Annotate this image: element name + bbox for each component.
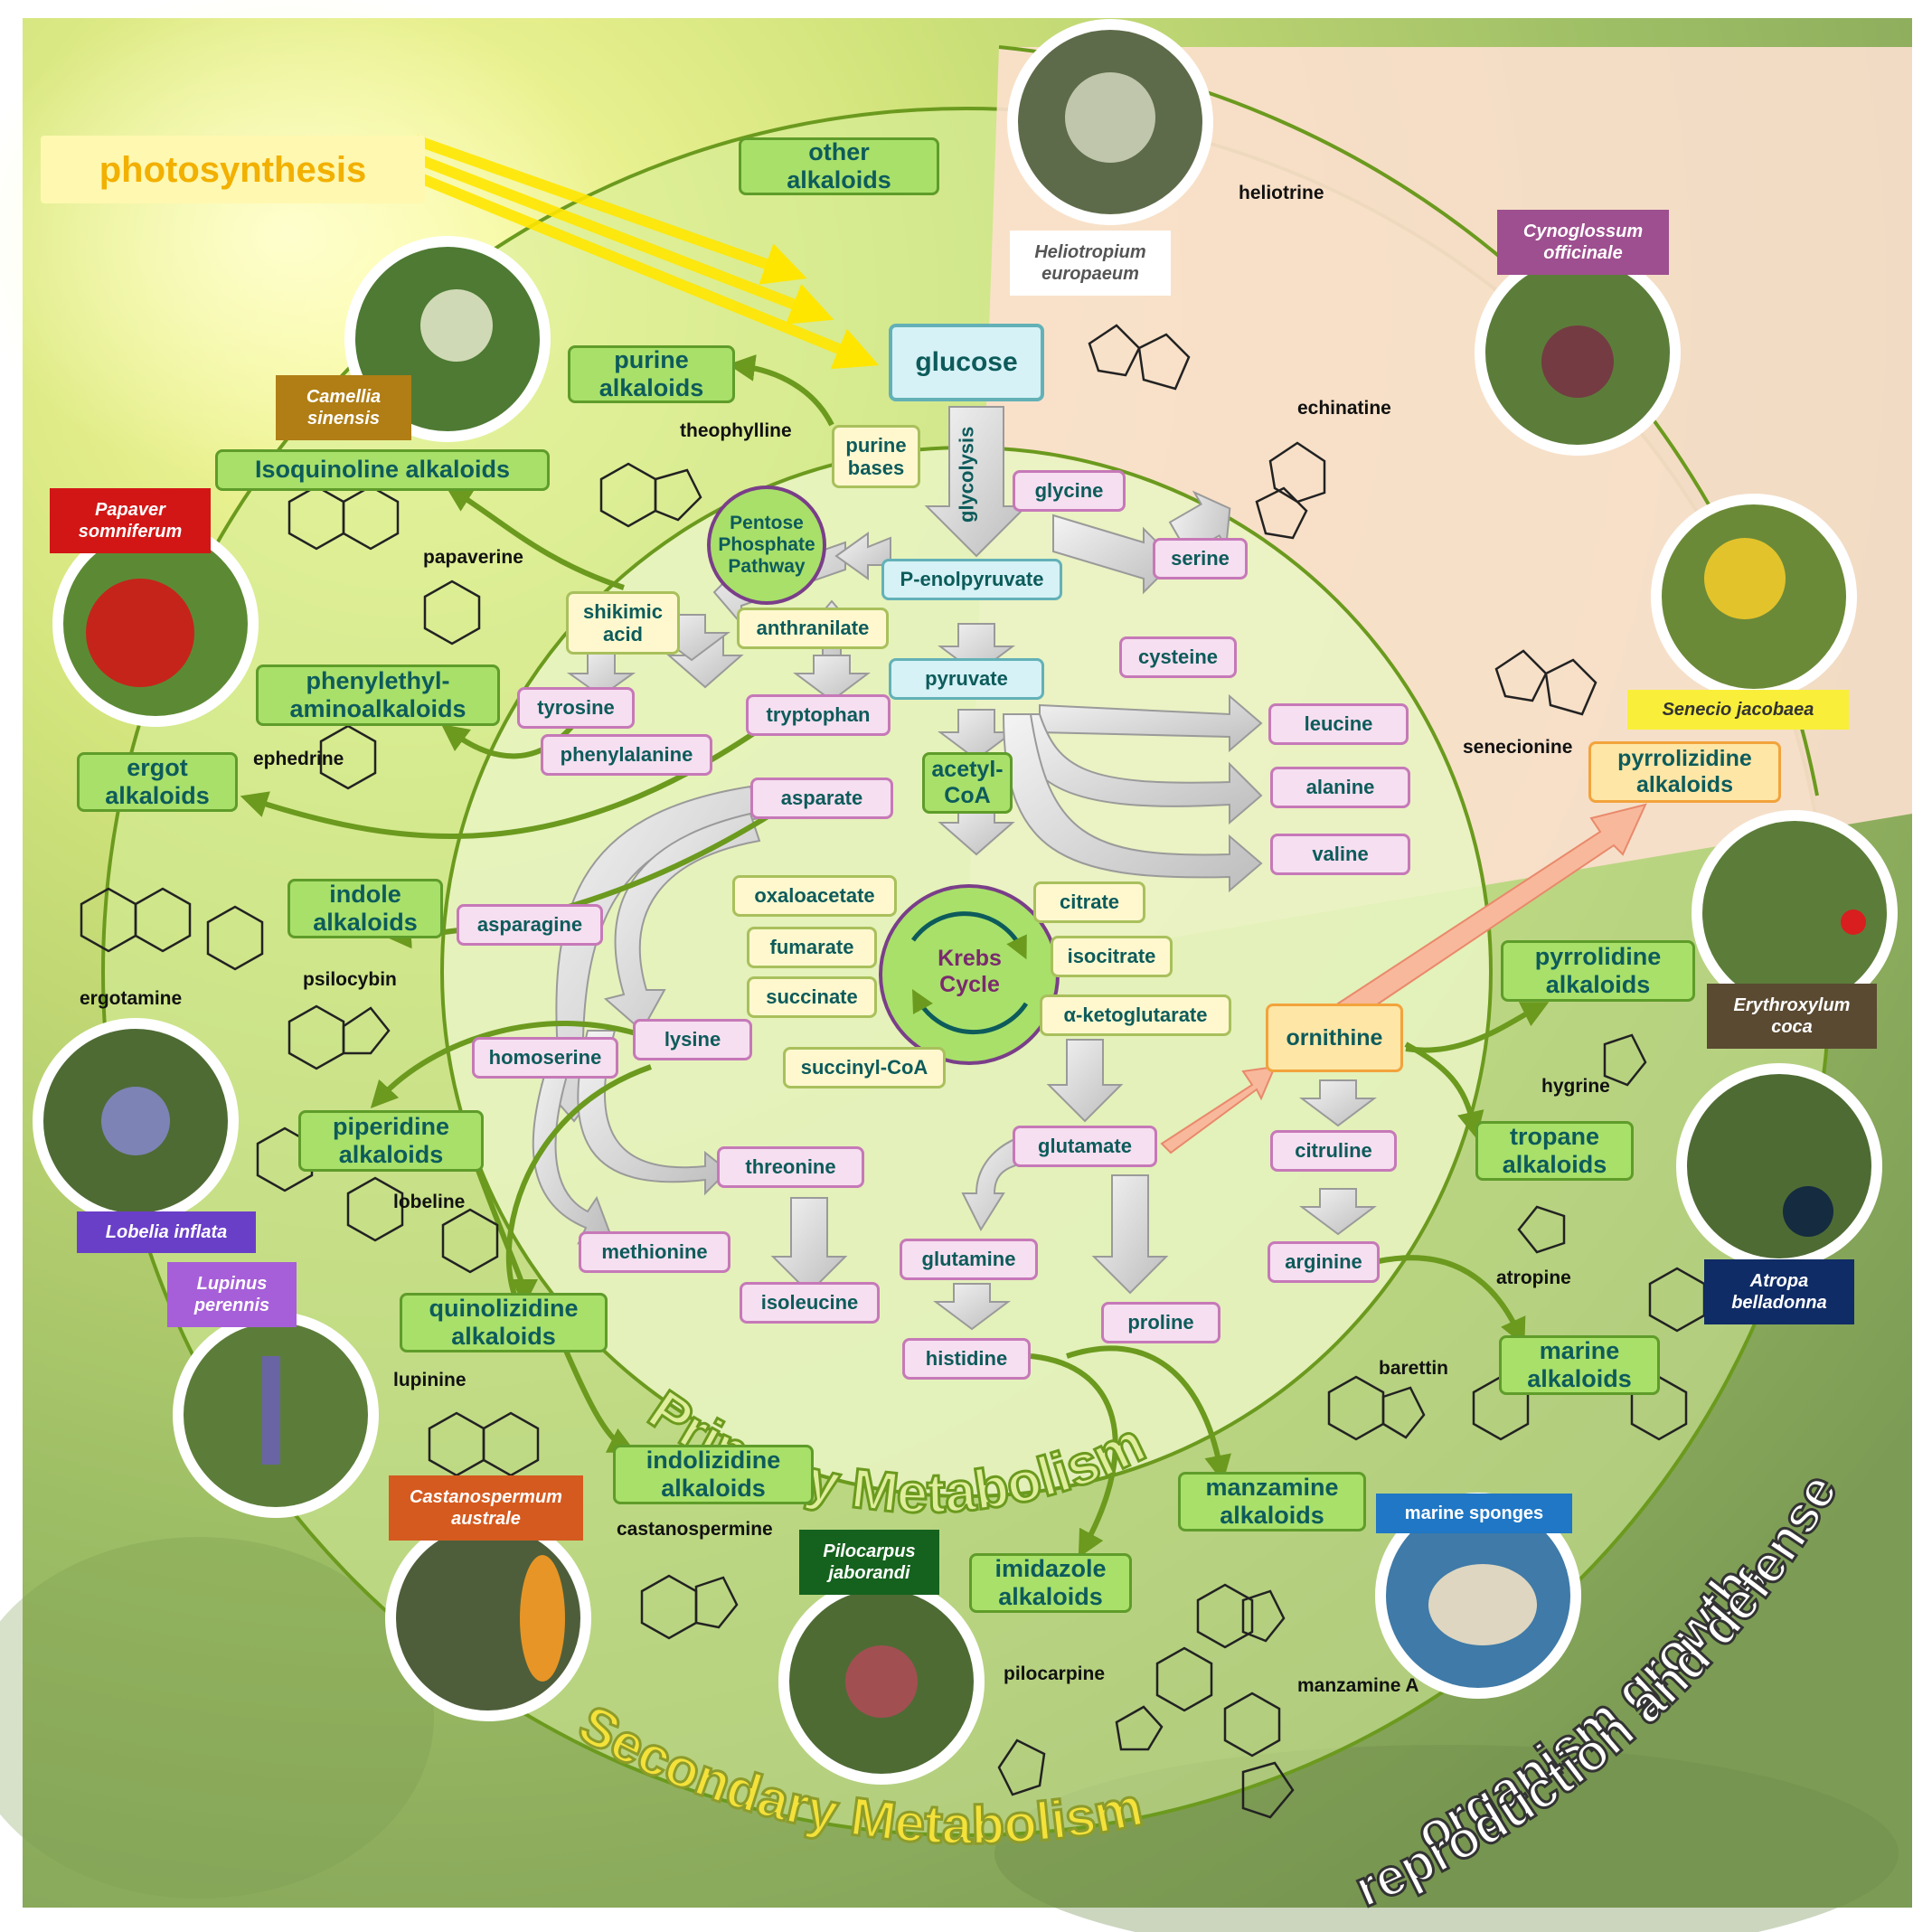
castanospermine-label: castanospermine — [617, 1519, 773, 1540]
castanospermum-label: Castanospermum australe — [389, 1475, 583, 1541]
papaver-label: Papaver somniferum — [50, 488, 211, 553]
atropa-label: Atropa belladonna — [1704, 1259, 1854, 1324]
camellia-label: Camellia sinensis — [276, 375, 411, 440]
ephedrine-label: ephedrine — [253, 749, 344, 769]
ornithine-box: ornithine — [1266, 1004, 1403, 1072]
fumarate-box: fumarate — [747, 927, 877, 968]
quinolizidine-alkaloids-box: quinolizidine alkaloids — [400, 1293, 608, 1352]
lobeline-label: lobeline — [393, 1192, 466, 1212]
oxaloacetate-box: oxaloacetate — [732, 875, 897, 917]
asparagine-box: asparagine — [457, 904, 603, 946]
valine-box: valine — [1270, 834, 1410, 875]
photosynthesis-title: photosynthesis — [41, 136, 425, 203]
glycolysis-label: glycolysis — [955, 426, 978, 523]
tryptophan-box: tryptophan — [746, 694, 891, 736]
senecio-label: Senecio jacobaea — [1627, 690, 1849, 730]
cynoglossum-label: Cynoglossum officinale — [1497, 210, 1669, 275]
asparate-box: asparate — [750, 778, 893, 819]
alanine-box: alanine — [1270, 767, 1410, 808]
glutamine-box: glutamine — [900, 1239, 1038, 1280]
purine-alkaloids-box: purine alkaloids — [568, 345, 735, 403]
tyrosine-box: tyrosine — [517, 687, 635, 729]
echinatine-label: echinatine — [1297, 398, 1391, 419]
threonine-box: threonine — [717, 1146, 864, 1188]
manzamine-a-label: manzamine A — [1297, 1675, 1419, 1696]
sun-rays — [413, 135, 880, 370]
purine-bases-box: purine bases — [832, 425, 920, 488]
glucose-box: glucose — [889, 324, 1044, 401]
tropane-alkaloids-box: tropane alkaloids — [1475, 1121, 1634, 1181]
succinyl-coa-box: succinyl-CoA — [783, 1047, 946, 1089]
citrate-box: citrate — [1033, 881, 1145, 923]
isoleucine-box: isoleucine — [740, 1282, 880, 1324]
alpha-ketoglutarate-box: α-ketoglutarate — [1040, 994, 1231, 1036]
atropine-label: atropine — [1496, 1268, 1571, 1288]
heliotrine-label: heliotrine — [1239, 183, 1324, 203]
pentose-phosphate-ring — [707, 485, 826, 605]
homoserine-box: homoserine — [472, 1037, 618, 1079]
indole-alkaloids-box: indole alkaloids — [287, 879, 443, 938]
leucine-box: leucine — [1268, 703, 1409, 745]
senecionine-label: senecionine — [1463, 737, 1573, 758]
other-alkaloids-box: other alkaloids — [739, 137, 939, 195]
methionine-box: methionine — [579, 1231, 730, 1273]
arginine-box: arginine — [1268, 1241, 1380, 1283]
hygrine-label: hygrine — [1541, 1076, 1610, 1097]
krebs-cycle-label: Krebs Cycle — [938, 946, 1002, 997]
succinate-box: succinate — [747, 976, 877, 1018]
lupinine-label: lupinine — [393, 1370, 467, 1390]
lysine-box: lysine — [633, 1019, 752, 1060]
atropa-photo — [1676, 1063, 1882, 1269]
ergot-alkaloids-box: ergot alkaloids — [77, 752, 238, 812]
piperidine-alkaloids-box: piperidine alkaloids — [298, 1110, 484, 1172]
citruline-box: citruline — [1270, 1130, 1397, 1172]
pyrrolidine-alkaloids-box: pyrrolidine alkaloids — [1501, 940, 1695, 1002]
papaverine-label: papaverine — [423, 547, 523, 568]
theophylline-label: theophylline — [680, 420, 792, 441]
sponges-label: marine sponges — [1376, 1494, 1572, 1533]
erythroxylum-photo — [1692, 810, 1898, 1016]
plant-photos — [33, 19, 1898, 1785]
erythroxylum-label: Erythroxylum coca — [1707, 984, 1877, 1049]
acetyl-coa-box: acetyl- CoA — [922, 752, 1013, 814]
manzamine-alkaloids-box: manzamine alkaloids — [1178, 1472, 1366, 1531]
pyrrolizidine-alkaloids-box: pyrrolizidine alkaloids — [1588, 741, 1781, 803]
serine-box: serine — [1153, 538, 1248, 580]
lupinus-label: Lupinus perennis — [167, 1262, 297, 1327]
ergotamine-label: ergotamine — [80, 988, 183, 1009]
pyruvate-box: pyruvate — [889, 658, 1044, 700]
isoquinoline-alkaloids-box: Isoquinoline alkaloids — [215, 449, 550, 491]
imidazole-alkaloids-box: imidazole alkaloids — [969, 1553, 1132, 1613]
phenylethylamino-alkaloids-box: phenylethyl- aminoalkaloids — [256, 664, 500, 726]
lobelia-label: Lobelia inflata — [77, 1211, 256, 1253]
cysteine-box: cysteine — [1119, 636, 1237, 678]
isocitrate-box: isocitrate — [1051, 936, 1173, 977]
pilocarpine-label: pilocarpine — [1004, 1663, 1106, 1684]
pentose-phosphate-label: Pentose Phosphate Pathway — [718, 512, 815, 578]
anthranilate-box: anthranilate — [737, 608, 889, 649]
primary-flow-arrows — [532, 406, 1377, 1331]
glycine-box: glycine — [1013, 470, 1126, 512]
krebs-cycle-ring — [879, 884, 1060, 1065]
ornithine-arrows — [1160, 803, 1647, 1154]
histidine-box: histidine — [902, 1338, 1031, 1380]
proline-box: proline — [1101, 1302, 1220, 1343]
pilocarpus-label: Pilocarpus jaborandi — [799, 1530, 939, 1595]
glutamate-box: glutamate — [1013, 1126, 1157, 1167]
phenylalanine-box: phenylalanine — [541, 734, 712, 776]
barettin-label: barettin — [1379, 1358, 1449, 1379]
indolizidine-alkaloids-box: indolizidine alkaloids — [613, 1445, 814, 1504]
shikimic-acid-box: shikimic acid — [566, 591, 680, 655]
psilocybin-label: psilocybin — [303, 969, 397, 990]
marine-alkaloids-box: marine alkaloids — [1499, 1335, 1660, 1395]
heliotropium-label: Heliotropium europaeum — [1010, 231, 1171, 296]
p-enolpyruvate-box: P-enolpyruvate — [881, 559, 1062, 600]
